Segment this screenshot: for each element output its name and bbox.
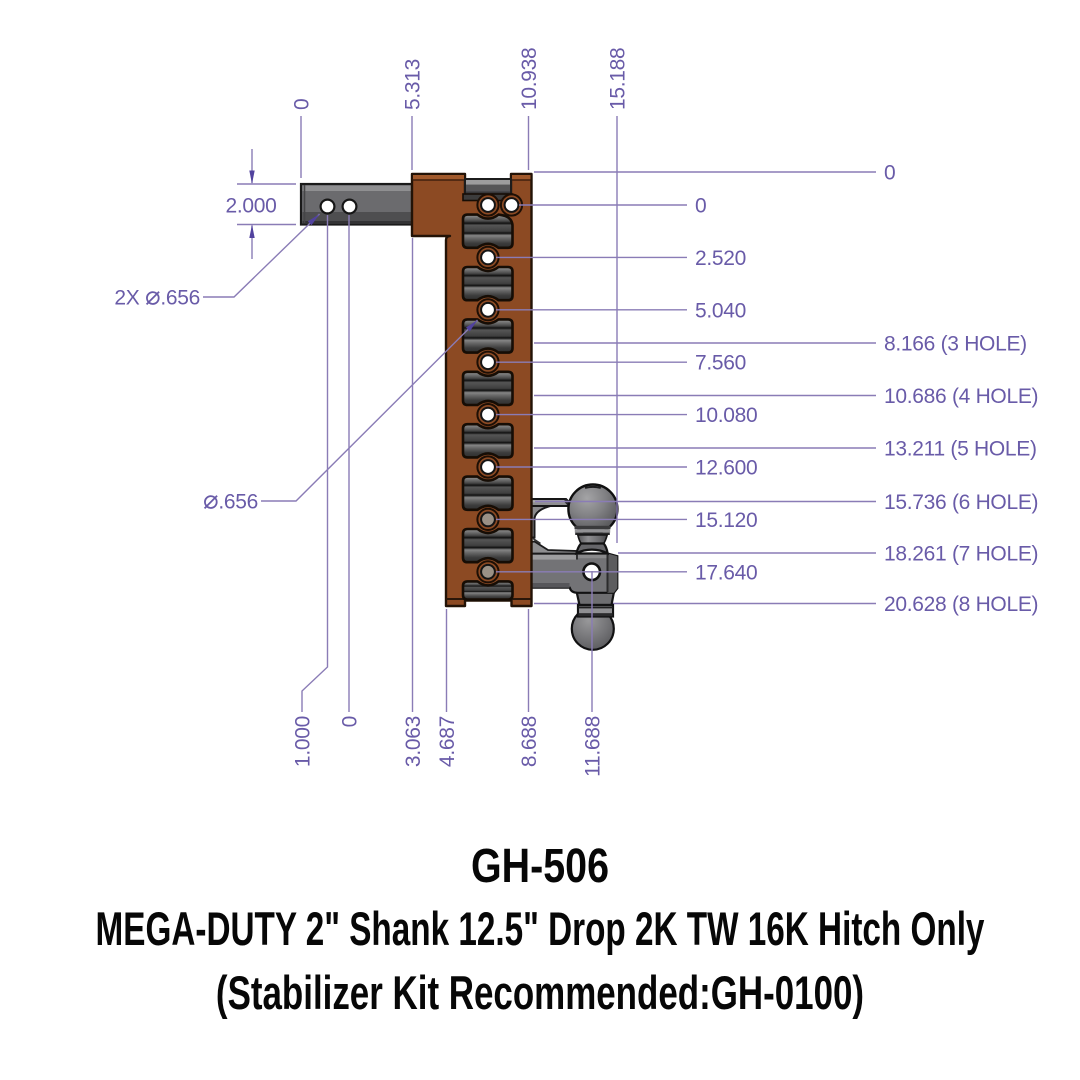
leader-label: 2X ⌀.656	[114, 281, 200, 311]
bottom-ordinate-label: 1.000	[292, 716, 315, 767]
rack-hole	[480, 197, 496, 213]
rib-block-last	[461, 580, 514, 601]
upper-ball-flat-top	[584, 485, 602, 489]
shank-notch-top-band	[465, 179, 511, 185]
dual-ball-mount	[529, 483, 619, 651]
shank-notch-mid-band	[465, 184, 511, 192]
stabilizer-note-text: (Stabilizer Kit Recommended:GH-0100)	[215, 966, 865, 1019]
hole-ordinate-label: 12.600	[695, 457, 757, 480]
drop-bar-top-highlight-left	[413, 175, 464, 180]
drop-ordinate-label: 0	[884, 162, 895, 185]
drop-ordinate-label: 10.686 (4 HOLE)	[884, 385, 1038, 408]
housing-bottom-band	[531, 583, 570, 588]
bottom-ordinate-dogleg-line	[301, 215, 329, 712]
hole-ordinate-label: 2.520	[695, 247, 746, 270]
ball-neck-ring-light	[574, 529, 611, 533]
latch-hook-sliver	[530, 504, 553, 539]
rib-block	[461, 265, 514, 302]
leader-line	[261, 319, 478, 502]
shank-hole-1	[319, 198, 336, 215]
rib-block	[461, 370, 514, 407]
latch-top-plate	[530, 498, 572, 507]
lower-ball-collar-dark	[578, 613, 613, 617]
housing-top-band2	[577, 554, 607, 559]
shank-height-arrow-up	[249, 224, 255, 238]
hole-ordinate-label: 15.120	[695, 509, 757, 532]
top-ordinate-label: 0	[291, 99, 314, 110]
top-ordinate-label: 10.938	[518, 48, 541, 110]
rack-holes	[480, 197, 520, 580]
rack-hole	[480, 301, 496, 318]
rack-hole-bolted	[480, 511, 496, 528]
rib-block	[461, 213, 514, 250]
dimension-annotations: 0 5.313 10.938 15.188 0 2.520 5.040 7.560 10.080…	[114, 48, 1038, 777]
rack-hole	[480, 249, 496, 266]
rib-block	[461, 318, 514, 354]
drop-ordinate-label: 8.166 (3 HOLE)	[884, 333, 1027, 356]
rack-hole	[480, 406, 496, 423]
hole-ordinate-label: 10.080	[695, 404, 757, 427]
shank-height-label: 2.000	[225, 195, 276, 218]
leader-arrowhead	[307, 214, 320, 226]
product-description-title: MEGA-DUTY 2" Shank 12.5" Drop 2K TW 16K …	[96, 905, 985, 952]
bottom-ordinate-label: 11.688	[582, 716, 605, 777]
bottom-ordinate-label: 4.687	[436, 716, 459, 767]
rack-hole-bolted	[480, 563, 496, 580]
rib-block	[461, 475, 514, 512]
bottom-ordinate-label: 8.688	[518, 716, 541, 767]
hitch-part-art	[299, 172, 619, 651]
drop-ordinate-label: 13.211 (5 HOLE)	[884, 438, 1037, 461]
hole-ordinate-label: 5.040	[695, 299, 746, 322]
drop-ordinate-label: 18.261 (7 HOLE)	[884, 543, 1038, 566]
ball-neck-ring-dark	[574, 525, 611, 530]
part-number-title: GH-506	[471, 843, 609, 891]
rack-hole	[480, 459, 496, 475]
latch-bottom-wedge	[530, 540, 578, 555]
leader-label: ⌀.656	[203, 485, 258, 515]
bottom-ordinate-label: 3.063	[402, 716, 425, 767]
ball-base-skirt	[574, 542, 610, 556]
shank-height-arrow-down	[249, 170, 255, 184]
stabilizer-note-title: (Stabilizer Kit Recommended:GH-0100)	[216, 969, 864, 1016]
housing-right-face	[607, 553, 618, 593]
bottom-ordinate-label: 0	[339, 716, 362, 727]
top-ordinate-label: 5.313	[402, 59, 425, 110]
rib-block	[461, 422, 514, 459]
hole-ordinate-label: 0	[695, 195, 706, 218]
hole-ordinate-label: 7.560	[695, 352, 746, 375]
top-ordinate-label: 15.188	[607, 48, 630, 110]
housing-top-band	[532, 554, 576, 560]
drop-ordinate-label: 20.628 (8 HOLE)	[884, 593, 1038, 616]
lower-ball-collar-light	[579, 608, 612, 613]
shank-notch-outline	[464, 178, 512, 196]
leader-arrowhead	[465, 320, 478, 332]
rib-block	[461, 527, 514, 564]
ball-neck-ring-dark2	[575, 532, 610, 535]
shank-hole-2	[341, 198, 358, 215]
leader-line	[203, 213, 320, 298]
drop-bar-top-highlight-right	[512, 175, 531, 180]
rack-hole	[480, 354, 496, 371]
drop-ordinate-label: 15.736 (6 HOLE)	[884, 491, 1038, 514]
product-description-text: MEGA-DUTY 2" Shank 12.5" Drop 2K TW 16K …	[95, 902, 985, 955]
latch-wedge-line	[532, 537, 541, 545]
receiver-pin-hole	[503, 197, 520, 213]
part-number-text: GH-506	[471, 840, 609, 893]
hole-ordinate-label: 17.640	[695, 561, 757, 584]
